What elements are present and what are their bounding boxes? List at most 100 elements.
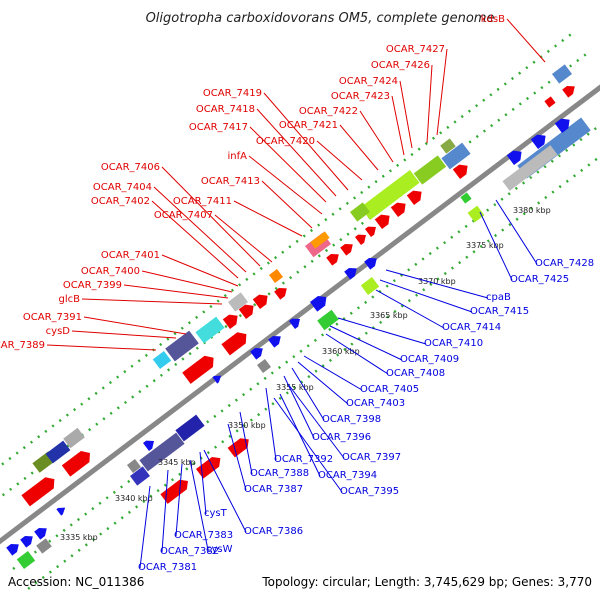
leader-line <box>81 298 223 305</box>
gene-arrow <box>530 134 546 150</box>
gene-block <box>256 358 272 374</box>
gene-block <box>16 550 36 570</box>
gene-label: OCAR_7410 <box>424 338 483 349</box>
gene-block <box>45 440 71 464</box>
gene-arrow <box>250 348 263 360</box>
gene-block <box>63 427 85 449</box>
leader-line <box>233 200 303 237</box>
leader-line <box>279 393 321 477</box>
gene-label: OCAR_7383 <box>174 530 233 541</box>
leader-line <box>189 459 209 551</box>
leader-line <box>263 92 349 191</box>
gene-label: OCAR_7400 <box>81 266 140 277</box>
gene-arrow <box>268 336 281 348</box>
leader-line <box>479 211 513 281</box>
gene-block <box>268 268 284 284</box>
gene-label: OCAR_7396 <box>312 432 371 443</box>
leader-line <box>273 397 343 493</box>
leader-line <box>287 383 345 459</box>
gene-label: OCAR_7425 <box>510 274 569 285</box>
track-dotted-line <box>27 154 600 590</box>
gene-label: OCAR_7406 <box>101 162 160 173</box>
leader-line <box>379 279 473 313</box>
gene-label: OCAR_7405 <box>360 384 419 395</box>
gene-arrow <box>562 86 575 98</box>
gene-label: OCAR_7392 <box>274 454 333 465</box>
gene-label: OCAR_7388 <box>250 468 309 479</box>
gene-label: OCAR_7404 <box>93 182 152 193</box>
gene-arrow <box>452 164 468 180</box>
leader-line <box>506 18 546 63</box>
leader-line <box>265 387 277 461</box>
leader-line <box>426 64 433 144</box>
leader-line <box>227 423 247 491</box>
leader-line <box>248 155 323 215</box>
gene-block <box>36 538 52 554</box>
gene-block <box>130 466 150 486</box>
gene-block <box>350 202 370 222</box>
leader-line <box>337 317 427 345</box>
gene-block <box>552 64 572 84</box>
gene-label: OCAR_7401 <box>101 250 160 261</box>
kbp-tick-label: 3340 kbp <box>115 494 153 503</box>
gene-label: OCAR_7409 <box>400 354 459 365</box>
gene-label: infA <box>228 151 248 162</box>
leader-line <box>399 80 413 149</box>
gene-arrow <box>56 507 66 516</box>
gene-block <box>502 145 558 191</box>
leader-line <box>391 95 405 156</box>
gene-arrow <box>340 244 353 256</box>
gene-features <box>6 64 591 570</box>
gene-arrow <box>238 304 254 320</box>
leader-line <box>153 186 247 273</box>
gene-block <box>544 96 556 108</box>
gene-labels: kdsBOCAR_7427OCAR_7426OCAR_7424OCAR_7423… <box>0 14 594 573</box>
gene-label: cpaB <box>486 292 511 303</box>
gene-label: OCAR_7386 <box>244 526 303 537</box>
map-title: Oligotropha carboxidovorans OM5, complet… <box>146 11 495 26</box>
gene-block <box>460 192 472 204</box>
gene-block <box>195 316 225 344</box>
kbp-tick-label: 3360 kbp <box>322 347 360 356</box>
kbp-tick-label: 3335 kbp <box>60 533 98 542</box>
gene-arrow <box>227 438 249 458</box>
leader-line <box>329 325 403 361</box>
leader-line <box>297 361 349 405</box>
gene-label: OCAR_7420 <box>256 136 315 147</box>
gene-block <box>467 205 485 223</box>
leader-line <box>316 140 363 181</box>
leader-line <box>291 367 325 421</box>
leader-line <box>261 180 313 229</box>
leader-line <box>83 316 187 335</box>
leader-line <box>203 449 247 533</box>
kbp-tick-label: 3365 kbp <box>370 311 408 320</box>
leader-line <box>175 463 183 537</box>
gene-label: OCAR_7421 <box>279 120 338 131</box>
gene-block <box>440 138 456 154</box>
leader-line <box>325 333 389 375</box>
gene-label: OCAR_7417 <box>189 122 248 133</box>
gene-arrow <box>364 258 377 270</box>
leader-line <box>359 110 394 163</box>
gene-label: OCAR_7387 <box>244 484 303 495</box>
gene-block <box>139 432 185 472</box>
gene-label: OCAR_7381 <box>138 562 197 573</box>
gene-block <box>360 169 420 221</box>
leader-line <box>385 269 489 299</box>
leader-line <box>283 375 315 439</box>
leader-line <box>71 330 177 339</box>
gene-block <box>228 292 248 312</box>
leader-line <box>141 270 233 293</box>
gene-block <box>310 231 330 249</box>
backbone-line <box>0 84 600 545</box>
gene-arrow <box>61 450 90 477</box>
track-dotted-line <box>12 123 600 570</box>
gene-block <box>175 414 205 442</box>
kbp-tick-label: 3370 kbp <box>418 277 456 286</box>
gene-label: OCAR_7398 <box>322 414 381 425</box>
leader-line <box>303 355 363 391</box>
genome-backbone <box>0 84 600 545</box>
gene-arrow <box>364 226 376 238</box>
gene-label: cysD <box>46 326 71 337</box>
